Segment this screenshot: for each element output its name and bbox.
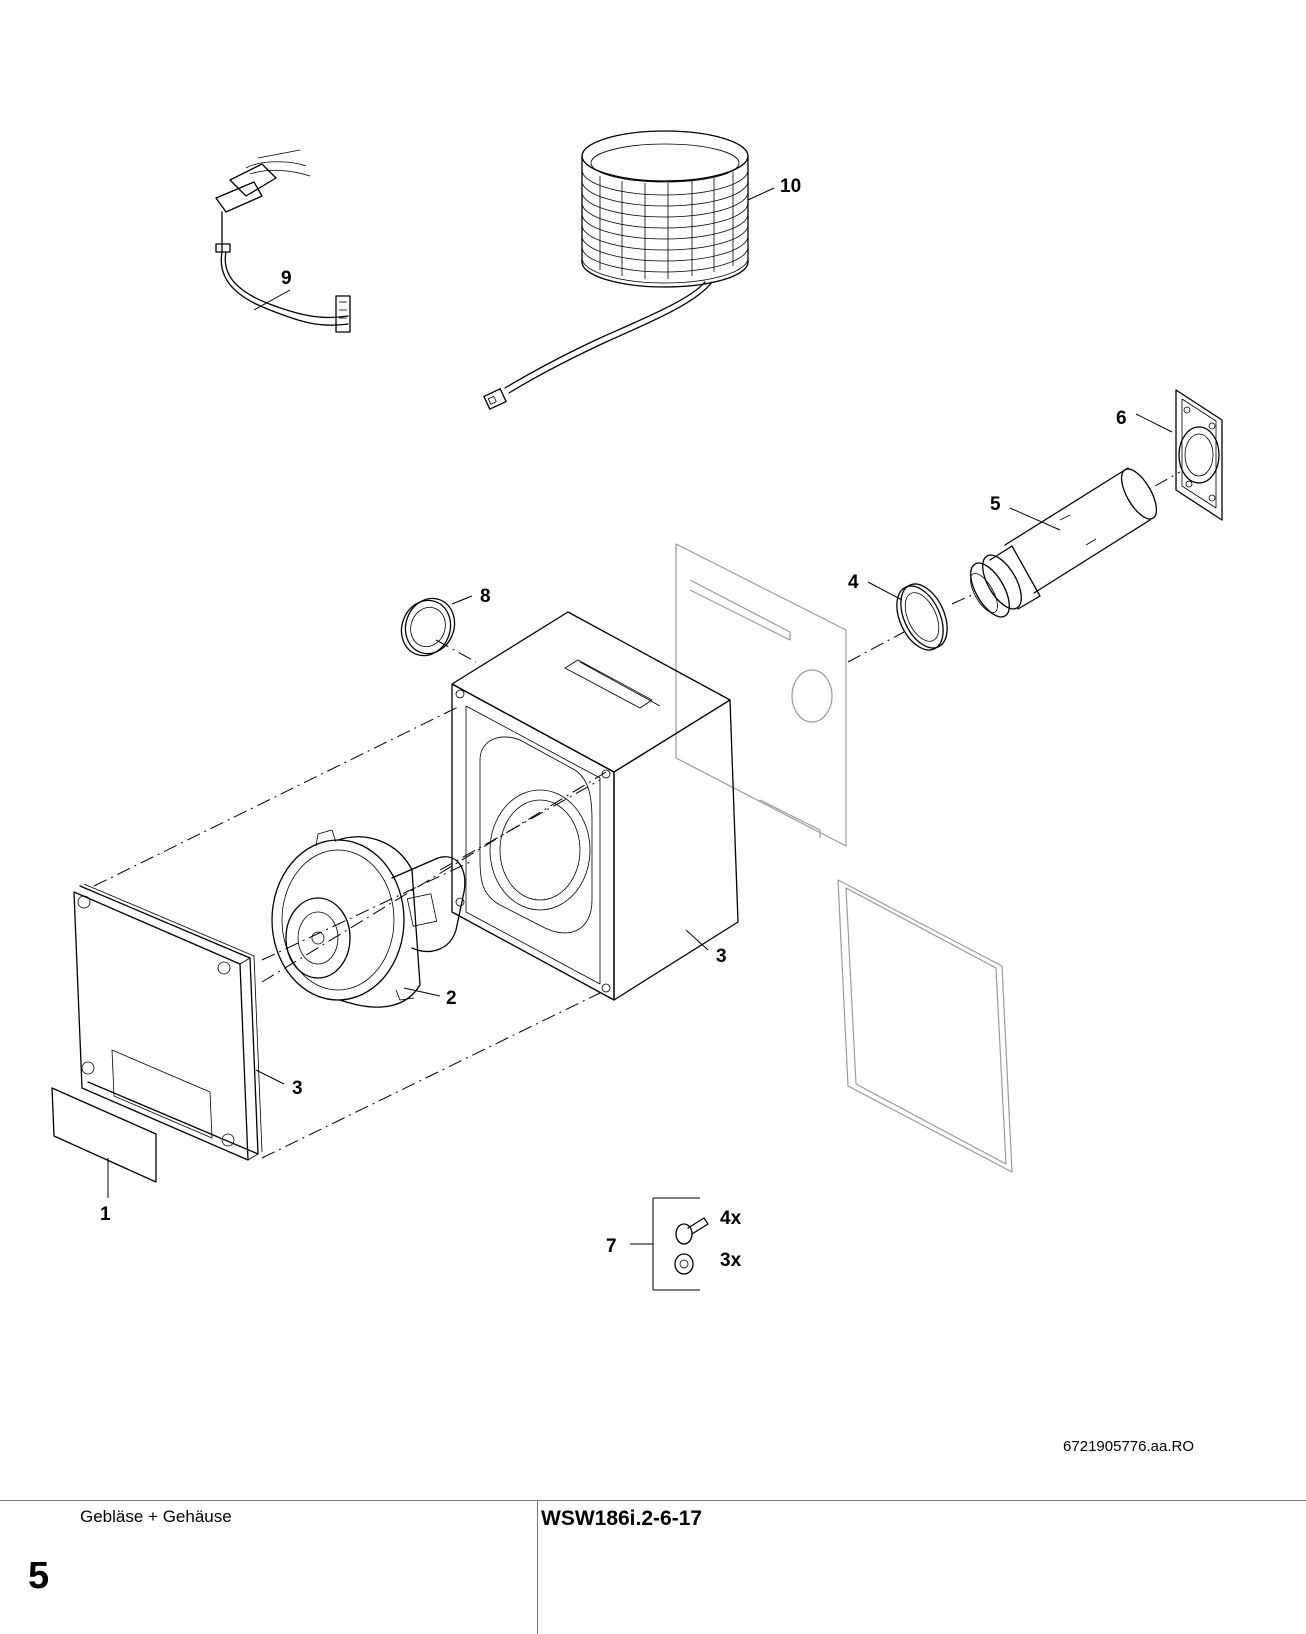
part-6-wall-plate [1175,389,1223,521]
callout-3-cover: 3 [292,1078,303,1099]
part-3-housing [451,611,739,1001]
callout-7: 7 [606,1236,617,1257]
quantity-3x: 3x [720,1250,742,1271]
assembly-axes [93,471,1181,1159]
part-9-wiring-harness [215,149,351,333]
callout-4: 4 [848,572,859,593]
part-8-ring-seal [400,597,456,657]
callout-6: 6 [1116,408,1127,429]
group-name: Gebläse + Gehäuse [80,1507,232,1526]
mounting-plate [675,543,847,847]
page-number: 5 [28,1555,50,1597]
part-5-flue-pipe [970,467,1158,618]
callout-2: 2 [446,988,457,1009]
callout-9: 9 [281,268,292,289]
footer: Gebläse + Gehäuse 5 WSW186i.2-6-17 [0,1500,1306,1634]
callout-10: 10 [780,176,801,197]
callout-5: 5 [990,494,1001,515]
callout-1: 1 [100,1204,111,1225]
part-10-coiled-cable [483,130,749,410]
callout-3-housing: 3 [716,946,727,967]
part-4-ring-seal [896,583,948,651]
callout-8: 8 [480,586,491,607]
callout-leaders [107,187,1173,1198]
footer-divider [537,1501,538,1634]
model-name: WSW186i.2-6-17 [541,1507,703,1530]
part-1-label [51,1087,157,1183]
document-reference: 6721905776.aa.RO [1063,1438,1194,1455]
quantity-4x: 4x [720,1208,742,1229]
housing-gasket [837,879,1013,1173]
part-2-fan [271,829,466,1008]
part-3-front-cover [73,883,263,1161]
part-7-screws [630,1197,709,1291]
